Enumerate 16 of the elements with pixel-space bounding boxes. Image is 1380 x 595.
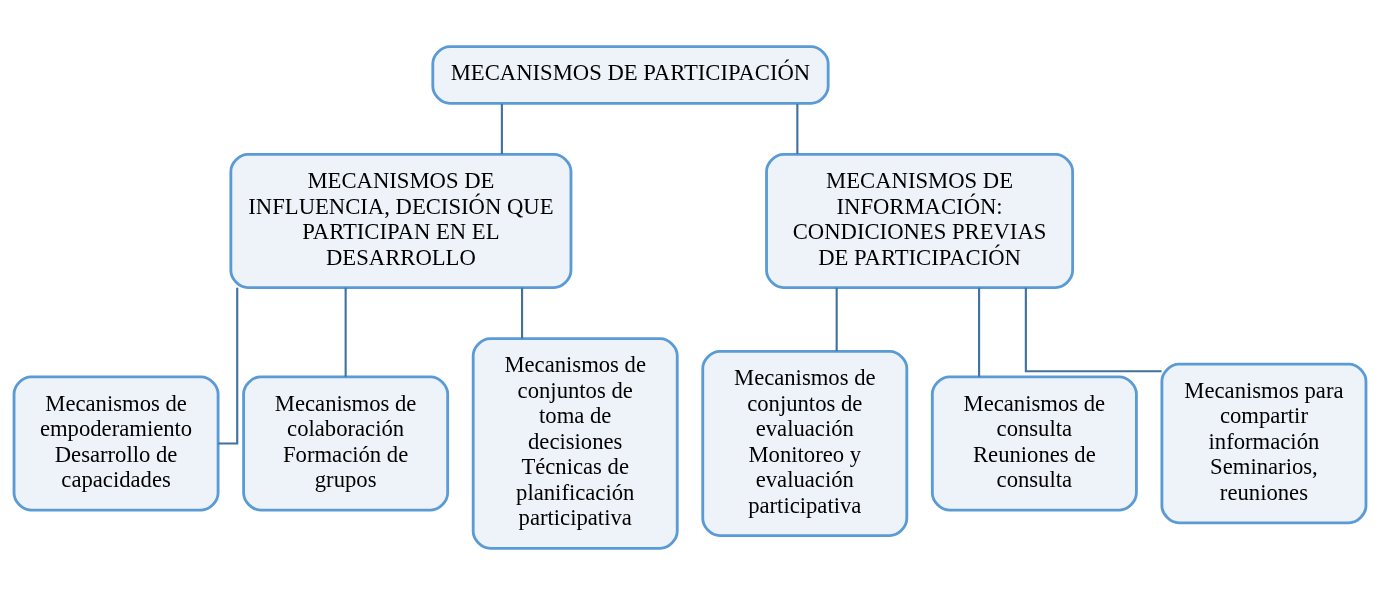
node-box: Mecanismos de conjuntos de toma de decisiones Técnicas de planificación participativa	[471, 337, 679, 550]
node-box: Mecanismos para compartir información Seminarios, reuniones	[1160, 362, 1368, 525]
node-box: Mecanismos de colaboración Formación de grupos	[242, 375, 450, 512]
connector	[978, 287, 981, 377]
node-box: Mecanismos de empoderamiento Desarrollo de capacidades	[12, 375, 220, 512]
node-box: MECANISMOS DE INFORMACIÓN: CONDICIONES PREVIAS DE PARTICIPACIÓN	[765, 152, 1075, 289]
node-box: MECANISMOS DE PARTICIPACIÓN	[431, 45, 830, 105]
connector	[521, 287, 524, 339]
node-box: Mecanismos de conjuntos de evaluación Monitoreo y evaluación participativa	[701, 349, 909, 537]
connector	[1024, 287, 1162, 373]
node-box: MECANISMOS DE INFLUENCIA, DECISIÓN QUE PARTICIPAN EN EL DESARROLLO	[229, 152, 573, 289]
connector	[344, 287, 347, 377]
node-box: Mecanismos de consulta Reuniones de consulta	[930, 375, 1138, 512]
connector	[796, 103, 799, 155]
connector	[500, 103, 503, 155]
connector	[835, 287, 838, 352]
